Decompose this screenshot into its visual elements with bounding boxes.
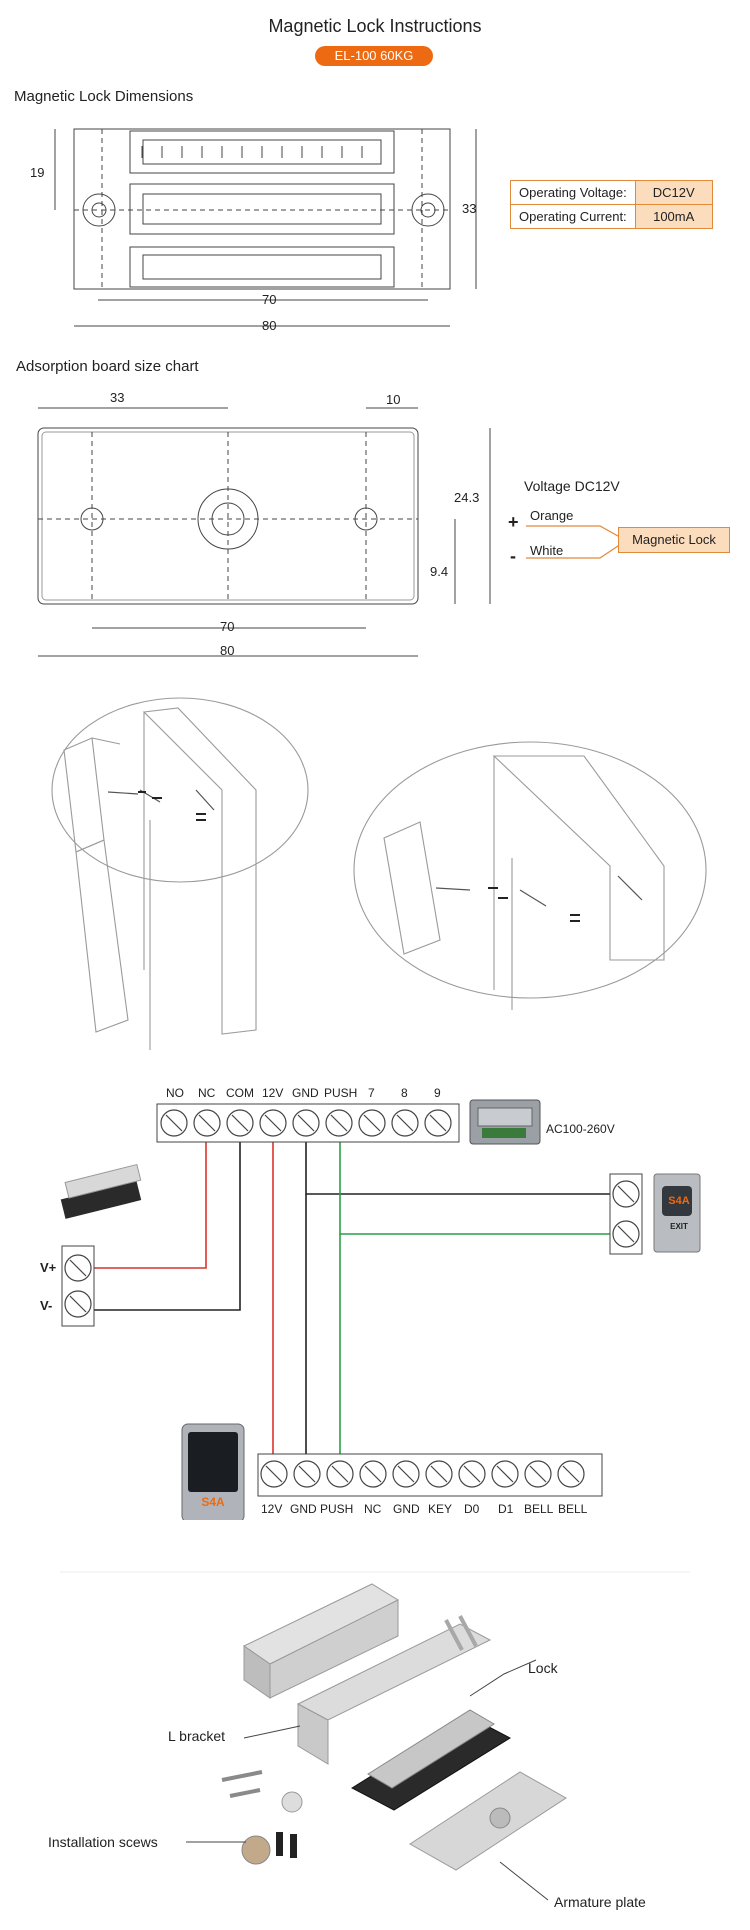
magnetic-lock-box: Magnetic Lock: [618, 527, 730, 553]
current-value: 100mA: [634, 204, 713, 229]
kp-label-12v: 12V: [261, 1502, 283, 1516]
wire-black-lock: [94, 1118, 241, 1311]
ctrl-label-com: COM: [226, 1086, 254, 1100]
dim-80: 80: [262, 318, 277, 333]
power-supply-module: [469, 1099, 541, 1145]
voltage-label: Operating Voltage:: [510, 180, 636, 205]
lock-minus-label: V-: [40, 1298, 53, 1313]
voltage-heading: Voltage DC12V: [524, 478, 620, 494]
ctrl-label-12v: 12V: [262, 1086, 284, 1100]
dim-70: 70: [262, 292, 277, 307]
board-dim-10: 10: [386, 392, 401, 407]
current-label: Operating Current:: [510, 204, 636, 229]
keypad-brand: S4A: [201, 1495, 225, 1509]
board-outline: [37, 427, 419, 605]
spec-row-current: Operating Current: 100mA: [510, 204, 713, 229]
coil-grid-top: [142, 139, 382, 165]
installation-illustration: [51, 697, 707, 1050]
wire-red-lock: [94, 1118, 207, 1269]
kp-label-bell2: BELL: [558, 1502, 588, 1516]
kp-label-gnd2: GND: [393, 1502, 420, 1516]
board-dim-9-4: 9.4: [430, 564, 449, 579]
board-dim-33: 33: [110, 390, 125, 405]
kp-label-nc: NC: [364, 1502, 382, 1516]
dim-19: 19: [30, 165, 45, 180]
ctrl-label-8: 8: [401, 1086, 408, 1100]
ctrl-label-nc: NC: [198, 1086, 216, 1100]
screws-group: [221, 1615, 478, 1865]
ctrl-label-gnd: GND: [292, 1086, 319, 1100]
armature-plate: [409, 1771, 567, 1871]
exit-label: EXIT: [670, 1222, 688, 1231]
spec-table: Operating Voltage: DC12V Operating Curre…: [510, 180, 713, 229]
ctrl-label-9: 9: [434, 1086, 441, 1100]
lock-body-outline: [73, 128, 451, 290]
parts-illustration: [60, 1571, 690, 1901]
coil-grid-middle: [142, 193, 382, 225]
model-badge: EL-100 60KG: [315, 46, 433, 66]
ctrl-label-7: 7: [368, 1086, 375, 1100]
dimensions-heading: Magnetic Lock Dimensions: [14, 88, 194, 105]
lock-dimension-drawing: [54, 128, 477, 327]
exit-brand: S4A: [668, 1195, 690, 1207]
ctrl-label-push: PUSH: [324, 1086, 358, 1100]
kp-label-key: KEY: [428, 1502, 453, 1516]
spec-row-voltage: Operating Voltage: DC12V: [510, 180, 713, 205]
voltage-value: DC12V: [634, 180, 713, 205]
lock-plus-label: V+: [40, 1260, 57, 1275]
page-title: Magnetic Lock Instructions: [268, 16, 482, 36]
kp-label-gnd: GND: [290, 1502, 317, 1516]
dim-33: 33: [462, 201, 477, 216]
kp-label-d0: D0: [464, 1502, 480, 1516]
board-dimension-drawing: [37, 407, 491, 657]
minus-sign: -: [510, 546, 516, 566]
kp-label-push: PUSH: [320, 1502, 354, 1516]
magnetic-lock-photo: [60, 1163, 142, 1219]
kp-label-bell: BELL: [524, 1502, 554, 1516]
part-screws-label: Installation scews: [48, 1834, 158, 1850]
orange-wire-label: Orange: [530, 508, 574, 523]
white-wire-label: White: [530, 543, 564, 558]
kp-label-d1: D1: [498, 1502, 514, 1516]
part-l-bracket-label: L bracket: [168, 1728, 226, 1744]
ctrl-label-no: NO: [166, 1086, 184, 1100]
lock-bracket-top: [243, 1583, 400, 1699]
part-lock-label: Lock: [528, 1660, 558, 1676]
board-dim-24-3: 24.3: [454, 490, 480, 505]
l-bracket: [296, 1623, 492, 1765]
board-heading: Adsorption board size chart: [16, 358, 199, 375]
board-dim-80: 80: [220, 643, 235, 658]
wiring-diagram: [60, 1099, 701, 1520]
board-dim-70: 70: [220, 619, 235, 634]
power-label: AC100-260V: [546, 1122, 615, 1136]
plus-sign: +: [508, 512, 519, 532]
part-plate-label: Armature plate: [554, 1894, 646, 1910]
coil-grid-bottom: [142, 254, 382, 280]
lock-body: [350, 1709, 512, 1811]
